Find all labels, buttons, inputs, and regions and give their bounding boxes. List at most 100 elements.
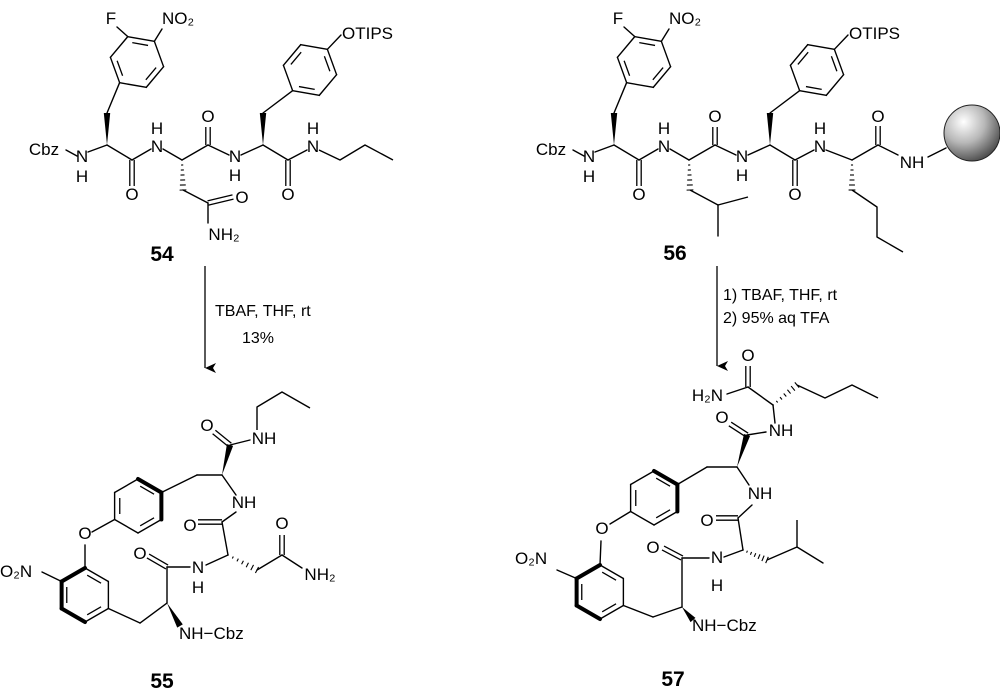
single-bond — [622, 604, 654, 618]
atom-label: N — [711, 548, 723, 567]
wedge-bond — [167, 603, 183, 628]
aromatic-double-bond — [797, 51, 809, 65]
single-bond — [660, 40, 672, 68]
single-bond — [113, 478, 139, 494]
atom-label: NH — [232, 493, 257, 512]
aromatic-double-bond — [601, 571, 617, 581]
atom-label: NH−Cbz — [179, 624, 244, 643]
atom-label: H — [151, 119, 163, 138]
single-bond — [629, 510, 655, 526]
single-bond — [638, 148, 659, 161]
single-bond — [221, 521, 229, 556]
atom-label: O — [646, 538, 659, 557]
compound-54: F NO₂ OTIPS Cbz N H O N H O O NH₂ N H O … — [29, 9, 393, 266]
wedge-bond — [737, 434, 751, 467]
single-bond — [794, 149, 815, 161]
atom-label: O — [201, 107, 214, 126]
reaction-arrow-2: 1) TBAF, THF, rt 2) 95% aq TFA — [716, 266, 838, 371]
atom-label: O — [200, 416, 213, 435]
alkyl-chain — [766, 520, 798, 561]
atom-label: O — [715, 408, 728, 427]
compound-number: 55 — [150, 670, 174, 691]
single-bond — [599, 540, 602, 566]
single-bond — [652, 606, 683, 618]
aromatic-double-bond — [652, 67, 664, 81]
atom-label: NH — [769, 421, 794, 440]
single-bond — [262, 144, 289, 161]
single-bond — [240, 144, 264, 156]
double-bond — [661, 549, 682, 561]
reaction-step-1: 1) TBAF, THF, rt — [723, 287, 838, 304]
hashed-bond — [241, 560, 244, 565]
atom-label: O — [133, 544, 146, 563]
single-bond — [136, 477, 164, 495]
single-bond — [825, 73, 845, 97]
single-bond — [747, 144, 771, 156]
single-bond — [572, 149, 585, 157]
single-bond — [282, 64, 294, 92]
hashed-bond — [761, 555, 765, 562]
single-bond — [574, 603, 602, 621]
atom-label: O — [235, 188, 248, 207]
single-bond — [726, 386, 749, 395]
single-bond — [84, 567, 110, 583]
atom-label: H — [583, 167, 595, 186]
single-bond — [629, 470, 655, 486]
hashed-bond — [772, 404, 774, 406]
single-bond — [262, 89, 294, 114]
aromatic-double-bond — [298, 85, 315, 90]
compound-57: O₂N O O NH O H₂N NH O N H O NH−Cbz 57 — [515, 346, 793, 691]
atom-label: H — [736, 166, 748, 185]
atom-label: N — [583, 147, 595, 166]
wedge-bond — [682, 607, 696, 623]
single-bond — [688, 144, 716, 161]
single-bond — [772, 404, 776, 424]
double-bond — [212, 433, 230, 448]
atom-label: OTIPS — [849, 24, 900, 43]
atom-label: O — [125, 185, 138, 204]
aromatic-double-bond — [139, 485, 155, 495]
single-bond — [281, 554, 303, 569]
single-bond — [106, 144, 133, 161]
single-bond — [807, 43, 836, 51]
atom-label: N — [307, 137, 319, 156]
aromatic-double-bond — [145, 67, 157, 81]
single-bond — [131, 148, 152, 161]
single-bond — [789, 43, 809, 67]
compound-number: 56 — [663, 242, 686, 265]
single-bond — [109, 35, 129, 59]
single-bond — [798, 89, 827, 97]
double-bond — [730, 421, 749, 434]
single-bond — [877, 144, 899, 156]
atom-label: O — [275, 514, 288, 533]
single-bond — [676, 466, 708, 486]
single-bond — [137, 518, 163, 534]
atom-label: O — [788, 185, 801, 204]
alkyl-chain — [796, 384, 879, 399]
single-bond — [59, 606, 87, 624]
single-bond — [723, 549, 744, 558]
alkyl-chain — [256, 391, 311, 430]
wedge-bond — [766, 113, 774, 145]
aromatic-double-bond — [655, 509, 671, 519]
double-bond — [214, 429, 232, 444]
single-bond — [616, 35, 636, 59]
atom-label: N — [229, 147, 241, 166]
single-bond — [181, 144, 209, 161]
double-bond — [728, 425, 747, 438]
atom-label: O — [632, 185, 645, 204]
single-bond — [91, 518, 116, 533]
atom-label: O — [871, 107, 884, 126]
hashed-bond — [245, 562, 249, 568]
hashed-bond — [746, 550, 748, 553]
atom-label: NH — [252, 429, 277, 448]
single-bond — [116, 26, 129, 38]
single-bond — [825, 149, 853, 161]
single-bond — [625, 81, 654, 89]
atom-label: O — [595, 519, 608, 538]
aromatic-double-bond — [132, 42, 149, 47]
single-bond — [556, 569, 578, 580]
atom-label: O₂N — [0, 562, 32, 581]
single-bond — [714, 144, 737, 156]
